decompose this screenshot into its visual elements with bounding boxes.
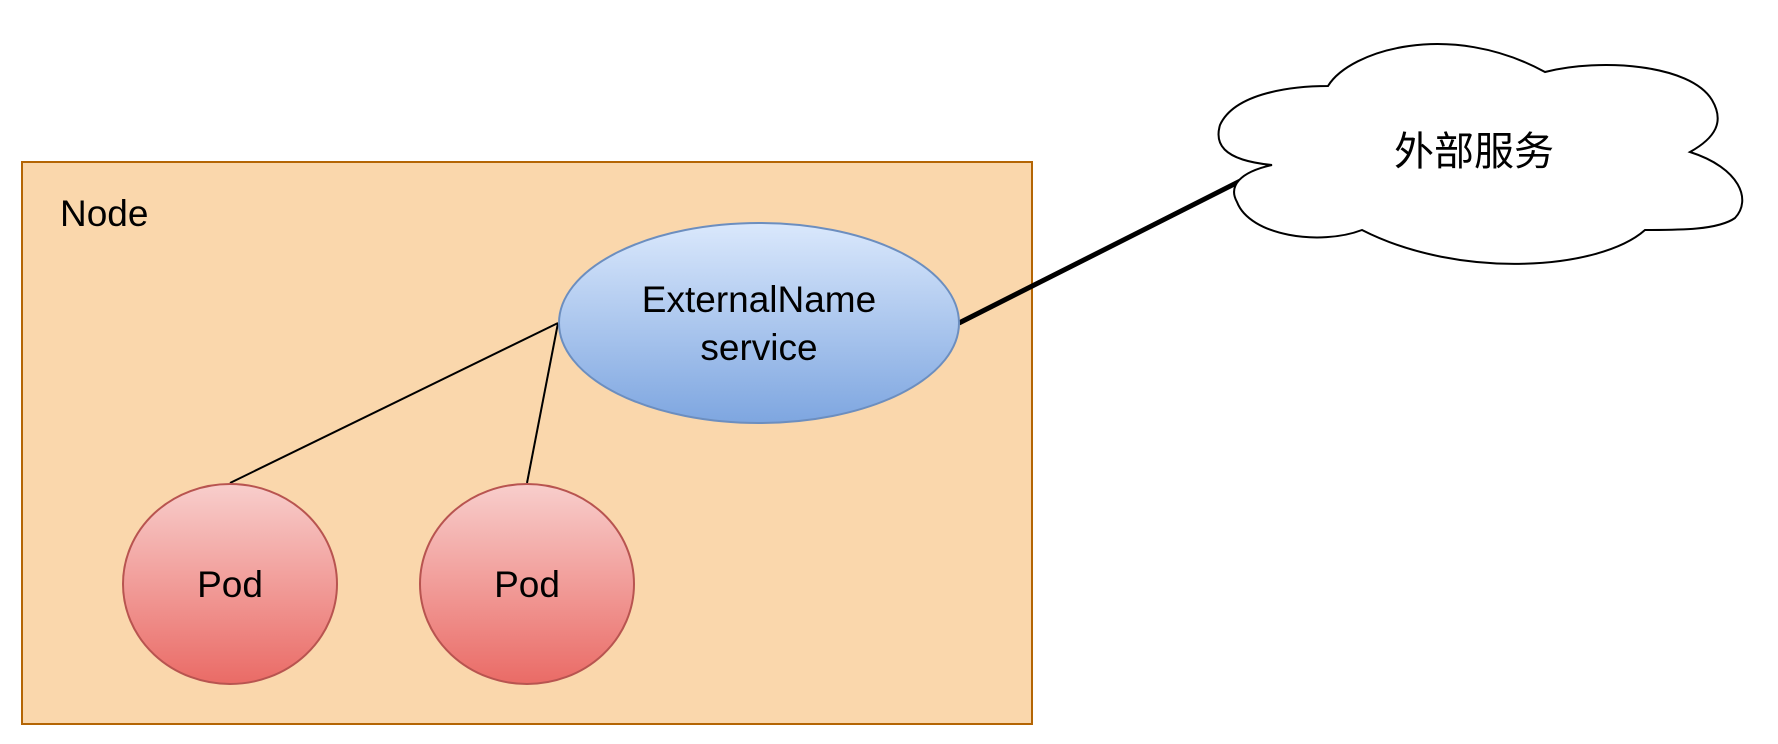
service-ellipse: [558, 222, 960, 424]
pod-node-2: Pod: [419, 483, 635, 685]
pod-label: Pod: [494, 564, 560, 605]
connector-service-external: [957, 162, 1274, 326]
node-label: Node: [60, 193, 148, 234]
pod-label: Pod: [197, 564, 263, 605]
externalname-service-node: ExternalName service: [558, 222, 960, 424]
service-label-line2: service: [700, 327, 817, 368]
pod-node-1: Pod: [122, 483, 338, 685]
external-service-cloud: 外部服务: [1217, 43, 1744, 265]
cloud-shape: [1217, 43, 1744, 265]
service-label-line1: ExternalName: [642, 279, 876, 320]
connector-service-pod-2: [526, 322, 559, 484]
external-service-label: 外部服务: [1394, 130, 1554, 174]
pod-ellipse: [419, 483, 635, 685]
connector-service-pod-1: [229, 322, 559, 484]
pod-ellipse: [122, 483, 338, 685]
